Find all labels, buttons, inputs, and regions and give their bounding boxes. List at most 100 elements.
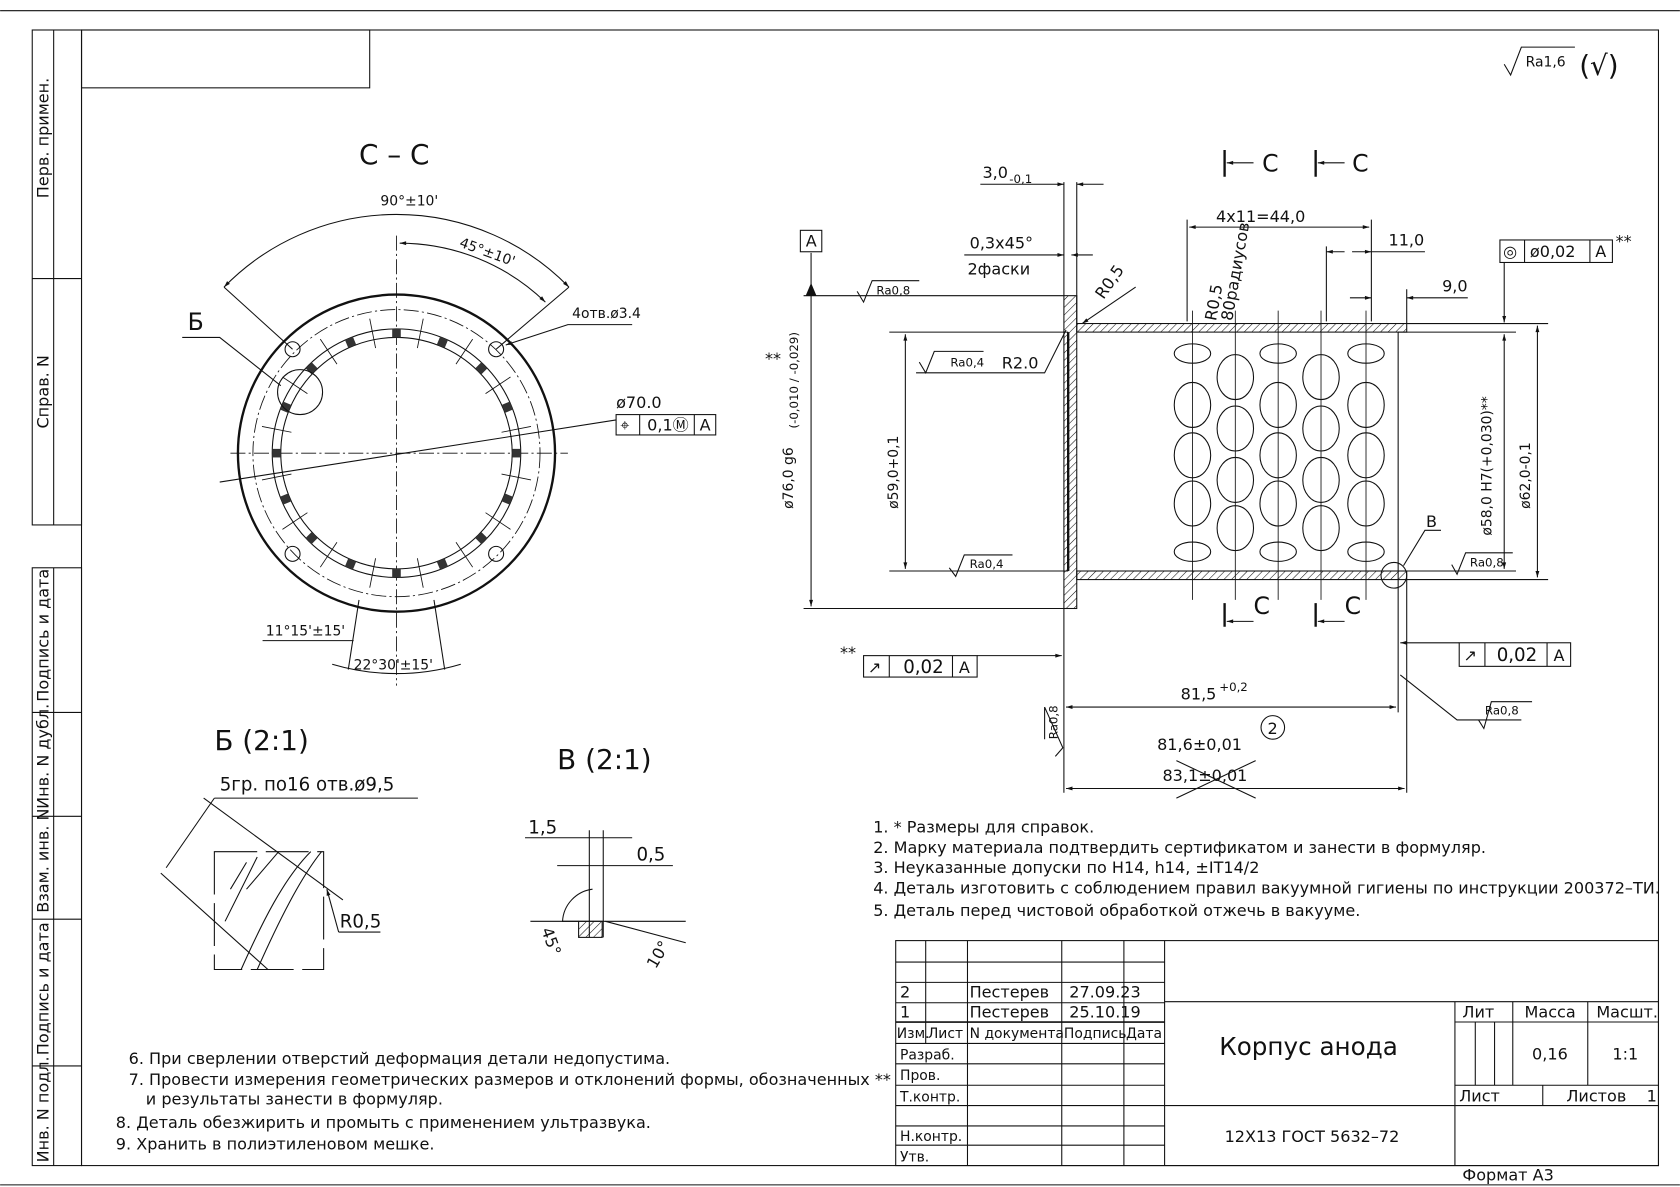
mass-label: Масса (1525, 1003, 1576, 1022)
notes-right: 1. * Размеры для справок. 2. Марку матер… (873, 817, 1660, 920)
scale-label: Масшт. (1596, 1003, 1658, 1022)
header-list: Лист (928, 1026, 963, 1042)
detail-b-view: Б (2:1) 5гр. по16 отв.ø9,5 R0,5 (160, 724, 418, 971)
angle-10-v: 10° (643, 937, 674, 971)
role-tkontr: Т.контр. (899, 1089, 960, 1105)
concentricity-symbol: ◎ (1503, 242, 1517, 261)
hole-axis-tick (455, 541, 474, 568)
perforation-hole (1302, 505, 1340, 552)
perforation-hole (1259, 541, 1297, 562)
perforation-hole (1347, 381, 1385, 428)
material: 12X13 ГОСТ 5632–72 (1225, 1127, 1400, 1146)
general-roughness: Ra1,6 (√) (1503, 46, 1619, 82)
slot-mark (475, 362, 488, 375)
position-symbol: ⌖ (620, 416, 629, 435)
slot-mark (501, 401, 513, 413)
hole-axis-tick (369, 318, 377, 349)
rev-1-date: 25.10.19 (1069, 1003, 1140, 1022)
d58: ø58,0 H7(+0,030)** (1479, 396, 1495, 535)
rev-1-izm: 1 (900, 1003, 910, 1022)
rev-2-izm: 2 (900, 982, 910, 1001)
concentricity-value: ø0,02 (1530, 242, 1576, 261)
side-strip: Перв. примен. Справ. N Подпись и дата Ин… (31, 29, 83, 1167)
header-izm: Изм. (897, 1026, 930, 1042)
detail-b-holes-note: 5гр. по16 отв.ø9,5 (220, 775, 395, 796)
perforation-hole (1259, 343, 1297, 364)
ra08-bottom-right: Ra0,8 (1485, 704, 1519, 718)
perforation-hole (1302, 405, 1340, 452)
hole-axis-tick (485, 376, 511, 394)
note-3: 3. Неуказанные допуски по Н14, h14, ±IT1… (873, 858, 1259, 877)
perforation-hole (1216, 505, 1255, 552)
slot-mark (280, 493, 292, 505)
runout-frame-left: ↗ 0,02 А ** (840, 643, 1062, 678)
dim-11: 11,0 (1389, 230, 1425, 249)
title-block: 2 Пестерев 27.09.23 1 Пестерев 25.10.19 … (895, 940, 1660, 1167)
ra08-left: Ra0,8 (1046, 705, 1060, 739)
note-6: 6. При сверлении отверстий деформация де… (129, 1049, 671, 1068)
slot-mark (344, 336, 357, 348)
perforation-hole (1347, 343, 1385, 364)
slot-mark (512, 448, 521, 458)
view-b-mark: Б (188, 308, 204, 336)
cut-c-2: С (1352, 149, 1368, 177)
ra08-right: Ra0,8 (1470, 556, 1504, 570)
hole-axis-tick (455, 338, 474, 365)
view-v-mark: В (1426, 512, 1437, 531)
hole-axis-tick (416, 558, 424, 588)
drawing-title: Корпус анода (1219, 1032, 1398, 1061)
slot-mark (392, 568, 401, 578)
runout-right-datum: А (1553, 646, 1564, 665)
dim-3-tol: -0,1 (1009, 172, 1032, 186)
chamfer: 0,3x45° (970, 234, 1033, 253)
dim-9: 9,0 (1442, 276, 1468, 295)
sheet-frame: Формат А3 (0, 10, 1680, 1186)
slot-mark (344, 558, 357, 570)
role-razrab: Разраб. (900, 1048, 955, 1064)
note-4: 4. Деталь изготовить с соблюдением прави… (873, 878, 1660, 897)
slot-mark (436, 558, 448, 570)
len-816: 81,6±0,01 (1157, 735, 1242, 754)
ra04-top: Ra0,4 (950, 355, 984, 369)
sheets-label: Листов (1566, 1086, 1626, 1105)
concentricity-frame: ◎ ø0,02 А ** (1499, 231, 1632, 323)
hole-axis-tick (319, 338, 338, 365)
header-doc: N документа (970, 1026, 1064, 1042)
datum-a: А (806, 231, 817, 250)
detail-v-title: В (2:1) (557, 743, 652, 776)
perforation-hole (1347, 480, 1385, 527)
hole-axis-tick (319, 541, 338, 568)
perforation-hole (1216, 405, 1255, 452)
slot-mark (392, 328, 401, 338)
d76-tol: (-0,010 / -0,029) (787, 332, 801, 428)
section-cc-title: С – С (359, 138, 430, 171)
chamfer-count: 2фаски (967, 259, 1030, 278)
note-2: 2. Марку материала подтвердить сертифика… (873, 838, 1486, 857)
section-markers: С С С С (1223, 149, 1369, 627)
detail-b-title: Б (2:1) (214, 724, 309, 757)
diameter-70: ø70.0 (616, 393, 662, 412)
radii-count: 80радиусов (1217, 221, 1253, 322)
detail-v-view: В (2:1) 1,5 0,5 45° 10° (525, 743, 686, 972)
concentricity-mark: ** (1616, 231, 1632, 250)
header-sign: Подпись (1064, 1026, 1127, 1042)
note-1: 1. * Размеры для справок. (873, 817, 1094, 836)
dim-0-5: 0,5 (636, 844, 665, 865)
hole-axis-tick (261, 473, 292, 481)
perforation-hole (1216, 456, 1255, 503)
cut-c-1: С (1262, 149, 1278, 177)
pitch: 4x11=44,0 (1216, 207, 1305, 226)
cut-c-4: С (1345, 592, 1361, 620)
d76: ø76,0 g6 (781, 447, 797, 509)
format-label: Формат А3 (1462, 1166, 1553, 1185)
revision-mark: 2 (1267, 719, 1277, 738)
angle-45-v: 45° (537, 925, 565, 958)
perforation-hole (1173, 480, 1212, 527)
perforation-hole (1259, 381, 1297, 428)
slot-mark (280, 401, 292, 413)
concentricity-datum: А (1595, 242, 1606, 261)
hole-axis-tick (261, 425, 292, 433)
hole-axis-tick (485, 512, 511, 530)
rev-1-name: Пестерев (970, 1003, 1049, 1022)
